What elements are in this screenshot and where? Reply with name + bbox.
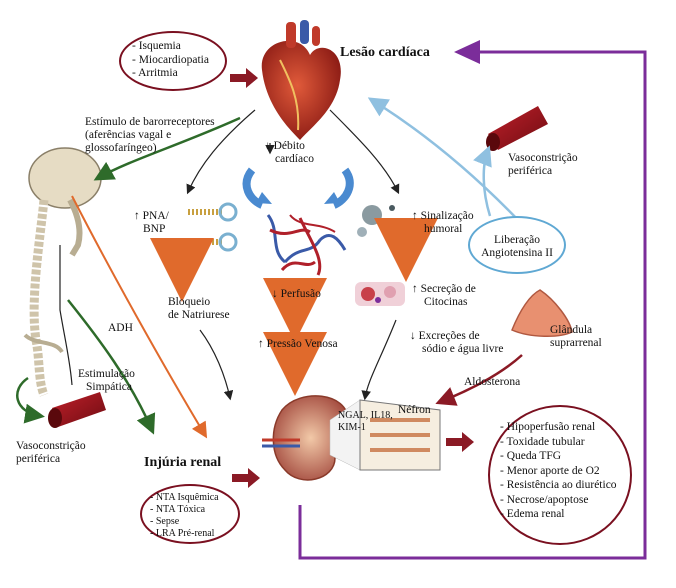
sympathetic-label: Estimulação Simpática [78,368,135,394]
excretion-line: Excreções de [418,330,480,342]
cytokines-line: Secreção de [420,283,476,295]
aldosterone-label: Aldosterona [464,376,521,388]
consequence-item: - Queda TFG [500,450,562,462]
sympathetic-line: Simpática [86,381,132,393]
cytokines-line: Citocinas [424,296,468,308]
renal-cause-item: - NTA Isquêmica [150,492,219,503]
renal-causes-ellipse [140,484,240,544]
up-arrow-icon: ↑ [134,210,140,222]
baroreceptor-label: Estímulo de barorreceptores (aferências … [85,116,215,155]
humoral-line: humoral [424,223,463,235]
vessel-top-illustration [486,106,548,151]
consequence-item: - Edema renal [500,508,565,520]
perfusion-label: ↓ Perfusão [272,288,321,301]
vasoconstriction-line: Vasoconstrição [16,440,86,452]
pna-line: BNP [143,223,166,235]
heart-cause-item: - Arritmia [132,67,178,79]
adrenal-line: suprarrenal [550,337,602,349]
excretion-line: sódio e água livre [422,343,504,355]
up-arrow-icon: ↑ [412,283,418,295]
baroreceptor-line: glossofaríngeo) [85,142,157,154]
angiotensin-ellipse [468,216,566,274]
down-arrow-icon: ↓ [265,140,271,152]
adrenal-label: Glândula suprarrenal [550,324,602,350]
down-arrow-icon: ↓ [410,330,416,342]
heart-causes-list: - Isquemia - Miocardiopatia - Arritmia [132,40,209,81]
cytokines-label: ↑ Secreção de Citocinas [412,283,476,309]
natriuresis-label: Bloqueio de Natriurese [168,296,230,322]
angiotensin-line: Angiotensina II [481,247,553,259]
excretion-label: ↓ Excreções de sódio e água livre [410,330,503,356]
black-arrows [59,109,400,401]
adrenal-line: Glândula [550,324,593,336]
vasoconstriction-line: periférica [508,165,553,177]
vasoconstriction-top-label: Vasoconstrição periférica [508,152,578,178]
venous-pressure-text: Pressão Venosa [266,338,338,350]
natriuresis-line: de Natriurese [168,309,230,321]
blue-arrows [367,97,521,223]
humoral-label: ↑ Sinalização humoral [412,210,474,236]
renal-cause-item: - NTA Tóxica [150,504,206,515]
up-arrow-icon: ↑ [412,210,418,222]
renal-cause-item: - Sepse [150,516,180,527]
humoral-cells [357,205,395,237]
vascular-network-illustration [266,214,347,276]
venous-pressure-label: ↑ Pressão Venosa [258,338,338,351]
adh-label: ADH [108,322,133,334]
biomarkers-line: NGAL, IL18, [338,410,393,421]
perfusion-text: Perfusão [280,288,321,300]
consequence-item: - Resistência ao diurético [500,479,617,491]
heart-cause-item: - Isquemia [132,40,181,52]
vasoconstriction-line: periférica [16,453,61,465]
orange-arrows [71,195,438,439]
renal-injury-title: Injúria renal [144,455,222,470]
cytokine-illustration [355,282,405,306]
consequences-ellipse [488,405,632,545]
angiotensin-label: Liberação Angiotensina II [476,234,558,260]
biomarkers-line: KIM-1 [338,422,366,433]
consequence-item: - Hipoperfusão renal [500,421,596,433]
renal-cause-item: - LRA Pré-renal [150,528,215,539]
natriuresis-line: Bloqueio [168,296,211,308]
pna-bnp-label: ↑ PNA/ BNP [134,210,169,236]
kidney-illustration [262,395,349,481]
cardiac-output-line: Débito [273,140,305,152]
humoral-line: Sinalização [420,210,474,222]
pna-line: PNA/ [142,210,169,222]
vessel-left-illustration [48,392,106,428]
sympathetic-line: Estimulação [78,368,135,380]
skull-spine-illustration [23,147,102,397]
vasoconstriction-line: Vasoconstrição [508,152,578,164]
green-arrows [16,116,241,435]
purple-feedback-arrow [298,40,647,560]
vasoconstriction-left-label: Vasoconstrição periférica [16,440,86,466]
consequence-item: - Toxidade tubular [500,435,585,448]
title-cardiac-injury: Lesão cardíaca [340,45,430,60]
baroreceptor-line: Estímulo de barorreceptores [85,116,215,128]
cardiac-output-line: cardíaco [275,153,314,165]
dark-red-arrows [230,68,474,488]
cardiac-output-label: ↓ Débito cardíaco [265,140,314,166]
heart-causes-ellipse [119,31,227,91]
nephron-label: Néfron [398,404,431,416]
consequence-item: - Necrose/apoptose [500,493,589,506]
up-arrow-icon: ↑ [258,338,264,350]
consequence-item: - Menor aporte de O2 [500,464,600,477]
circulation-arrows [242,167,354,209]
adrenal-gland-illustration [511,289,573,337]
heart-cause-item: - Miocardiopatia [132,53,209,66]
angiotensin-line: Liberação [494,234,540,246]
baroreceptor-line: (aferências vagal e [85,129,172,141]
aldosterone-arrow [435,354,523,406]
consequences-list: - Hipoperfusão renal - Toxidade tubular … [500,420,617,522]
pna-bnp-molecules [188,202,238,252]
renal-causes-list: - NTA Isquêmica - NTA Tóxica - Sepse - L… [150,492,219,540]
biomarkers-label: NGAL, IL18, KIM-1 [338,410,393,434]
nephron-zoom-illustration [329,399,441,471]
down-arrow-icon: ↓ [272,288,278,300]
heart-illustration [261,20,341,141]
